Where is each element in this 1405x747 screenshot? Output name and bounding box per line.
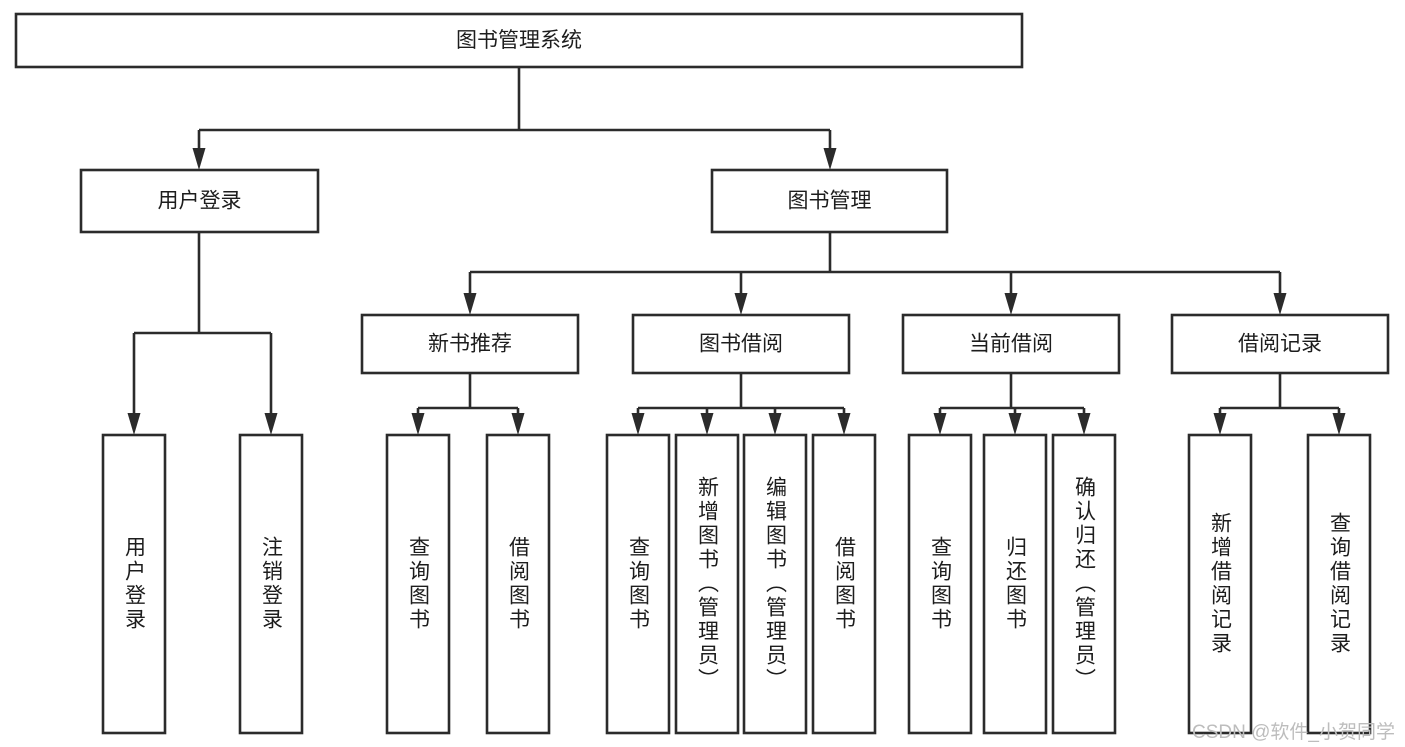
borrow-record-arrow-0	[1213, 413, 1227, 435]
node-current-borrow-box[interactable]	[901, 313, 1121, 375]
book-borrow-arrow-1	[700, 413, 714, 435]
node-leaf-query-record[interactable]	[1306, 433, 1372, 735]
book-manage-arrow-3	[1273, 293, 1287, 315]
node-leaf-edit-book[interactable]	[742, 433, 808, 735]
node-leaf-return-book-box[interactable]	[982, 433, 1048, 735]
node-user-login-box[interactable]	[79, 168, 320, 234]
node-leaf-borrow-book-br[interactable]	[811, 433, 877, 735]
node-new-book-rec[interactable]: 新书推荐	[360, 313, 580, 375]
root-arrow-0	[192, 148, 206, 170]
node-borrow-record-box[interactable]	[1170, 313, 1390, 375]
borrow-record-arrow-1	[1332, 413, 1346, 435]
current-borrow-arrow-0	[933, 413, 947, 435]
node-book-borrow-box[interactable]	[631, 313, 851, 375]
node-leaf-user-login[interactable]	[101, 433, 167, 735]
node-current-borrow[interactable]: 当前借阅	[901, 313, 1121, 375]
new-book-rec-arrow-1	[511, 413, 525, 435]
connector-layer	[127, 67, 1346, 435]
node-leaf-add-record[interactable]	[1187, 433, 1253, 735]
node-book-borrow-label: 图书借阅	[699, 333, 783, 356]
book-manage-arrow-1	[734, 293, 748, 315]
new-book-rec-arrow-0	[411, 413, 425, 435]
user-login-arrow-0	[127, 413, 141, 435]
node-leaf-query-book-cb-box[interactable]	[907, 433, 973, 735]
node-leaf-query-book-cb[interactable]	[907, 433, 973, 735]
node-leaf-edit-book-box[interactable]	[742, 433, 808, 735]
node-book-manage-box[interactable]	[710, 168, 949, 234]
node-leaf-user-login-box[interactable]	[101, 433, 167, 735]
node-leaf-add-record-box[interactable]	[1187, 433, 1253, 735]
node-book-borrow[interactable]: 图书借阅	[631, 313, 851, 375]
node-leaf-add-book-box[interactable]	[674, 433, 740, 735]
node-leaf-query-book-br-box[interactable]	[605, 433, 671, 735]
book-borrow-arrow-2	[768, 413, 782, 435]
node-book-manage[interactable]: 图书管理	[710, 168, 949, 234]
user-login-arrow-1	[264, 413, 278, 435]
node-leaf-confirm-return[interactable]	[1051, 433, 1117, 735]
book-manage-arrow-0	[463, 293, 477, 315]
node-book-manage-label: 图书管理	[788, 190, 872, 213]
node-leaf-user-logout[interactable]	[238, 433, 304, 735]
node-leaf-borrow-book-br-box[interactable]	[811, 433, 877, 735]
node-leaf-borrow-book-rec[interactable]	[485, 433, 551, 735]
current-borrow-arrow-2	[1077, 413, 1091, 435]
node-leaf-return-book[interactable]	[982, 433, 1048, 735]
book-borrow-arrow-0	[631, 413, 645, 435]
node-leaf-query-book-rec-box[interactable]	[385, 433, 451, 735]
node-borrow-record-label: 借阅记录	[1238, 333, 1322, 356]
node-leaf-query-record-box[interactable]	[1306, 433, 1372, 735]
node-new-book-rec-box[interactable]	[360, 313, 580, 375]
node-leaf-query-book-rec[interactable]	[385, 433, 451, 735]
node-root-box[interactable]	[14, 12, 1024, 69]
node-leaf-query-book-br[interactable]	[605, 433, 671, 735]
node-leaf-user-logout-box[interactable]	[238, 433, 304, 735]
node-root-label: 图书管理系统	[456, 29, 582, 52]
node-user-login-label: 用户登录	[158, 190, 242, 213]
node-root[interactable]: 图书管理系统	[14, 12, 1024, 69]
node-leaf-confirm-return-box[interactable]	[1051, 433, 1117, 735]
node-leaf-add-book[interactable]	[674, 433, 740, 735]
node-current-borrow-label: 当前借阅	[969, 333, 1053, 356]
node-leaf-borrow-book-rec-box[interactable]	[485, 433, 551, 735]
book-manage-arrow-2	[1004, 293, 1018, 315]
node-borrow-record[interactable]: 借阅记录	[1170, 313, 1390, 375]
current-borrow-arrow-1	[1008, 413, 1022, 435]
node-user-login[interactable]: 用户登录	[79, 168, 320, 234]
node-new-book-rec-label: 新书推荐	[428, 333, 512, 356]
csdn-watermark: CSDN @软件_小贺同学	[1192, 722, 1395, 743]
book-borrow-arrow-3	[837, 413, 851, 435]
root-arrow-1	[823, 148, 837, 170]
